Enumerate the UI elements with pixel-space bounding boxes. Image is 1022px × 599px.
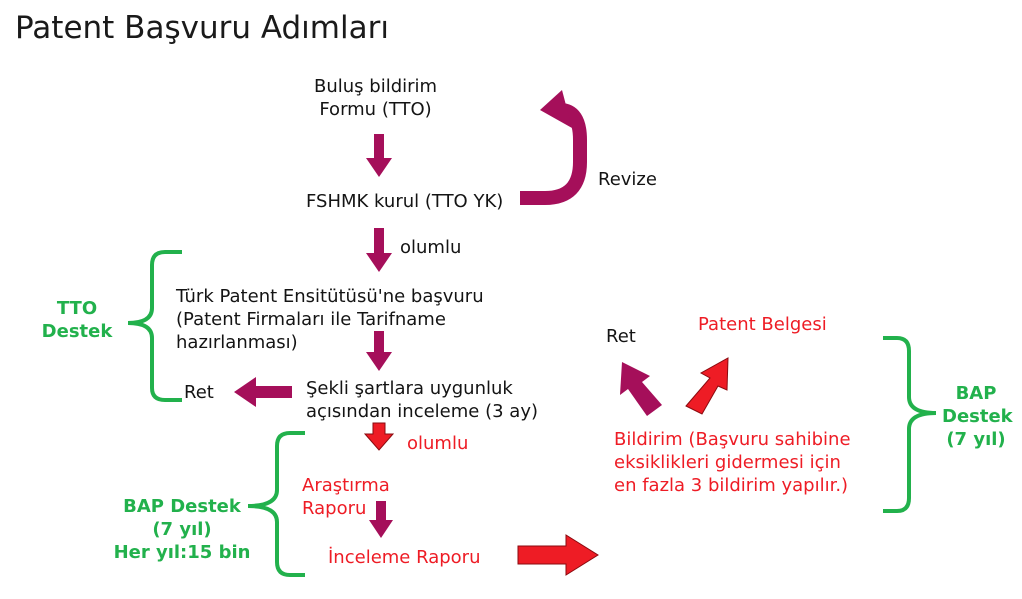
label-olumlu-1: olumlu <box>400 237 462 258</box>
bap-left-bracket <box>247 431 305 577</box>
step-bildirim: Bildirim (Başvuru sahibine eksiklikleri … <box>614 429 851 496</box>
arrow-bildirim-to-ret <box>620 362 662 416</box>
step-sekli-sartlar-inceleme: Şekli şartlara uygunluk açısından incele… <box>306 378 538 422</box>
arrow-inceleme-to-right <box>517 534 599 576</box>
bap-right-bracket <box>883 336 937 513</box>
step-inceleme-raporu: İnceleme Raporu <box>328 547 481 568</box>
support-tto-destek: TTO Destek <box>41 298 113 342</box>
tto-bracket <box>127 250 182 402</box>
step-arastirma-raporu: Araştırma Raporu <box>302 475 390 519</box>
label-ret-right: Ret <box>606 326 636 347</box>
label-olumlu-2: olumlu <box>407 433 469 454</box>
arrow-arastirma-to-inceleme <box>369 501 393 538</box>
arrow-tpe-to-sekli <box>366 331 392 371</box>
revize-curved-arrow <box>520 90 587 205</box>
arrow-bildirim-to-patent <box>685 357 729 415</box>
page-title: Patent Başvuru Adımları <box>15 10 389 46</box>
label-revize: Revize <box>598 169 657 190</box>
support-bap-destek-left: BAP Destek (7 yıl) Her yıl:15 bin <box>113 496 251 563</box>
arrow-sekli-to-arastirma <box>363 422 395 451</box>
step-patent-belgesi: Patent Belgesi <box>698 314 827 335</box>
step-bulus-bildirim-formu: Buluş bildirim Formu (TTO) <box>314 76 438 120</box>
step-turk-patent-basvuru: Türk Patent Ensitütüsü'ne başvuru (Paten… <box>176 286 484 353</box>
support-bap-destek-right: BAP Destek (7 yıl) <box>942 383 1013 450</box>
arrow-bulus-to-fshmk <box>366 134 392 177</box>
arrow-fshmk-to-tpe <box>366 228 392 272</box>
step-fshmk-kurul: FSHMK kurul (TTO YK) <box>306 191 504 212</box>
label-ret-left: Ret <box>184 382 214 403</box>
arrow-sekli-to-ret <box>234 377 292 407</box>
